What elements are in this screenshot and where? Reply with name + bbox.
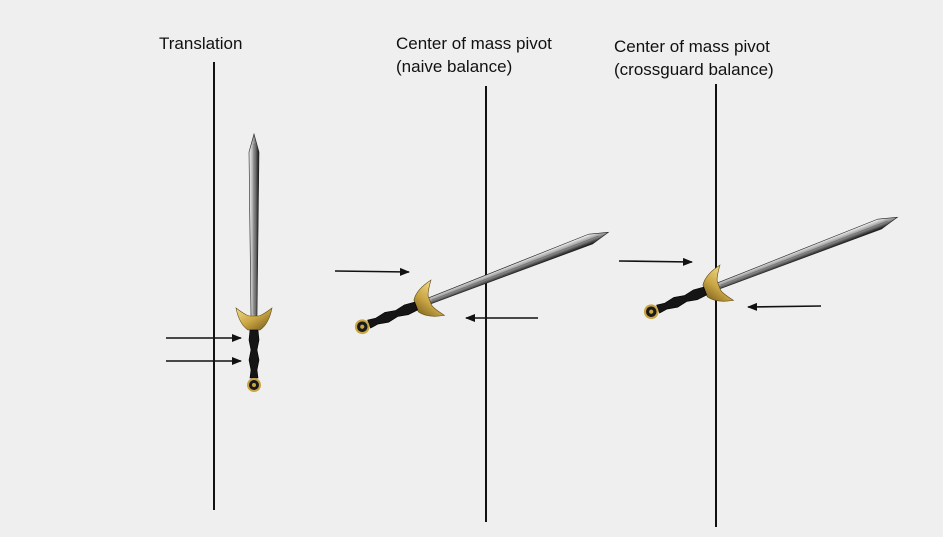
panel-title-translation: Translation xyxy=(159,34,243,53)
panel-title-naive-line-1: Center of mass pivot xyxy=(396,34,552,53)
panel-crossguard-balance xyxy=(618,84,906,527)
sword-2 xyxy=(348,213,617,348)
panel-title-crossguard-line-2: (crossguard balance) xyxy=(614,60,774,79)
arrow-3b xyxy=(747,302,822,311)
panel-naive-balance xyxy=(334,86,617,522)
panel-translation xyxy=(166,62,273,510)
sword-3 xyxy=(637,198,906,333)
sword-1 xyxy=(235,133,273,392)
arrow-2a xyxy=(334,267,410,276)
panel-title-crossguard-line-1: Center of mass pivot xyxy=(614,37,770,56)
arrow-3a xyxy=(618,257,693,266)
panel-title-naive-line-2: (naive balance) xyxy=(396,57,513,76)
